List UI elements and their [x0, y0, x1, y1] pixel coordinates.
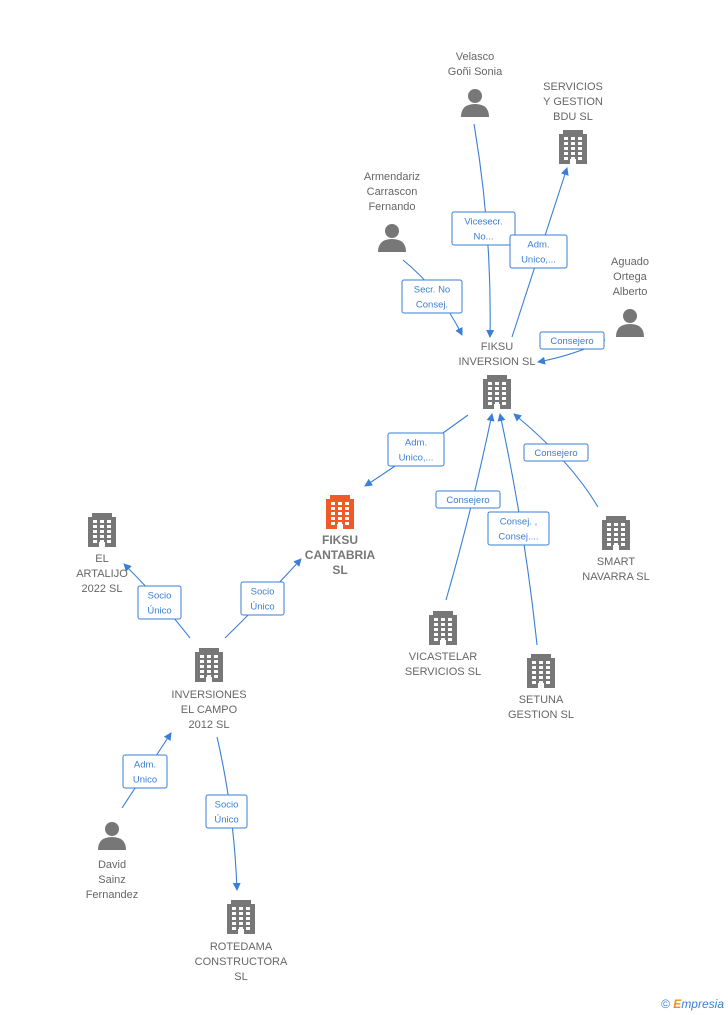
node-label: Aguado: [611, 256, 649, 268]
edge-label-text: Consejero: [550, 336, 593, 347]
edge-label-box[interactable]: Consejero: [435, 490, 501, 509]
building-icon: [559, 130, 587, 164]
node-label: Sainz: [98, 874, 126, 886]
edge-label-text: Unico,...: [521, 255, 556, 266]
edge-label-box[interactable]: Consej. , Consej....: [487, 511, 550, 546]
company-node[interactable]: SERVICIOS Y GESTION BDU SL: [543, 81, 603, 164]
node-label: EL CAMPO: [181, 704, 238, 716]
node-label: Alberto: [613, 286, 648, 298]
edge-label-text: Consej....: [498, 532, 538, 543]
brand-initial: E: [673, 997, 682, 1011]
edge-label-box[interactable]: Adm. Unico: [122, 754, 168, 789]
node-label: Goñi Sonia: [448, 66, 503, 78]
company-node[interactable]: ROTEDAMA CONSTRUCTORA SL: [195, 900, 288, 983]
copyright-symbol: ©: [661, 997, 670, 1011]
node-label: INVERSION SL: [458, 356, 535, 368]
node-label: SMART: [597, 556, 636, 568]
node-label: 2022 SL: [82, 583, 123, 595]
building-icon: [326, 495, 354, 529]
building-icon: [602, 516, 630, 550]
edge-label-text: No...: [473, 232, 493, 243]
edge-label-text: Adm.: [527, 240, 549, 251]
building-icon: [88, 513, 116, 547]
edge-label-text: Adm.: [134, 760, 156, 771]
edge-label-text: Consejero: [534, 448, 577, 459]
person-icon: [98, 822, 126, 850]
edge-label-text: Único: [147, 606, 171, 617]
edge-label-text: Consej. ,: [500, 517, 538, 528]
edge-label-text: Único: [214, 815, 238, 826]
edge-label-text: Socio: [251, 587, 275, 598]
brand-name: mpresia: [681, 997, 724, 1011]
node-label: SL: [234, 971, 247, 983]
edge-label-text: Único: [250, 602, 274, 613]
person-icon: [378, 224, 406, 252]
node-label: EL: [95, 553, 108, 565]
footer-brand: © Empresia: [661, 997, 724, 1011]
edge-label-box[interactable]: Adm. Unico,...: [509, 234, 568, 269]
edge-label-text: Consejero: [446, 495, 489, 506]
edge-label-box[interactable]: Secr. No Consej.: [401, 279, 463, 314]
node-label: ROTEDAMA: [210, 941, 273, 953]
node-label: SERVICIOS SL: [405, 666, 481, 678]
node-label: BDU SL: [553, 111, 593, 123]
node-label: Fernandez: [86, 889, 139, 901]
person-icon: [616, 309, 644, 337]
building-icon: [527, 654, 555, 688]
building-icon: [483, 375, 511, 409]
edge-label-box[interactable]: Consejero: [539, 331, 605, 350]
edge-label-box[interactable]: Adm. Unico,...: [387, 432, 445, 467]
node-label: SETUNA: [519, 694, 564, 706]
building-icon: [227, 900, 255, 934]
node-label: 2012 SL: [189, 719, 230, 731]
node-label: CANTABRIA: [305, 548, 376, 562]
node-label: Carrascon: [367, 186, 418, 198]
building-icon: [195, 648, 223, 682]
node-label: David: [98, 859, 126, 871]
node-label: FIKSU: [322, 533, 358, 547]
edge-label-text: Socio: [215, 800, 239, 811]
node-label: GESTION SL: [508, 709, 574, 721]
node-label: FIKSU: [481, 341, 513, 353]
edge-label-text: Secr. No: [414, 285, 450, 296]
company-node[interactable]: FIKSU INVERSION SL: [458, 341, 536, 409]
edge-label-text: Vicesecr.: [464, 217, 502, 228]
edge-label-box[interactable]: Consejero: [523, 443, 589, 462]
node-label: Velasco: [456, 51, 495, 63]
company-node[interactable]: INVERSIONES EL CAMPO 2012 SL: [171, 648, 247, 731]
edge-label-text: Unico,...: [399, 453, 434, 464]
node-label: Y GESTION: [543, 96, 603, 108]
company-node[interactable]: SETUNA GESTION SL: [508, 654, 574, 721]
node-label: Armendariz: [364, 171, 420, 183]
node-label: Fernando: [368, 201, 415, 213]
node-label: SERVICIOS: [543, 81, 603, 93]
building-icon: [429, 611, 457, 645]
node-label: SL: [332, 563, 347, 577]
edge-label-box[interactable]: Vicesecr. No...: [451, 211, 516, 246]
node-label: CONSTRUCTORA: [195, 956, 288, 968]
node-label: ARTALIJO: [76, 568, 128, 580]
node-label: INVERSIONES: [171, 689, 246, 701]
node-label: VICASTELAR: [409, 651, 478, 663]
edge-label-text: Consej.: [416, 300, 448, 311]
node-label: NAVARRA SL: [582, 571, 649, 583]
edge-label-text: Adm.: [405, 438, 427, 449]
edge-label-text: Unico: [133, 775, 157, 786]
company-node[interactable]: VICASTELAR SERVICIOS SL: [405, 611, 481, 678]
node-label: Ortega: [613, 271, 648, 283]
person-icon: [461, 89, 489, 117]
edge-label-text: Socio: [148, 591, 172, 602]
company-node[interactable]: SMART NAVARRA SL: [582, 516, 650, 583]
company-node[interactable]: EL ARTALIJO 2022 SL: [76, 513, 128, 595]
